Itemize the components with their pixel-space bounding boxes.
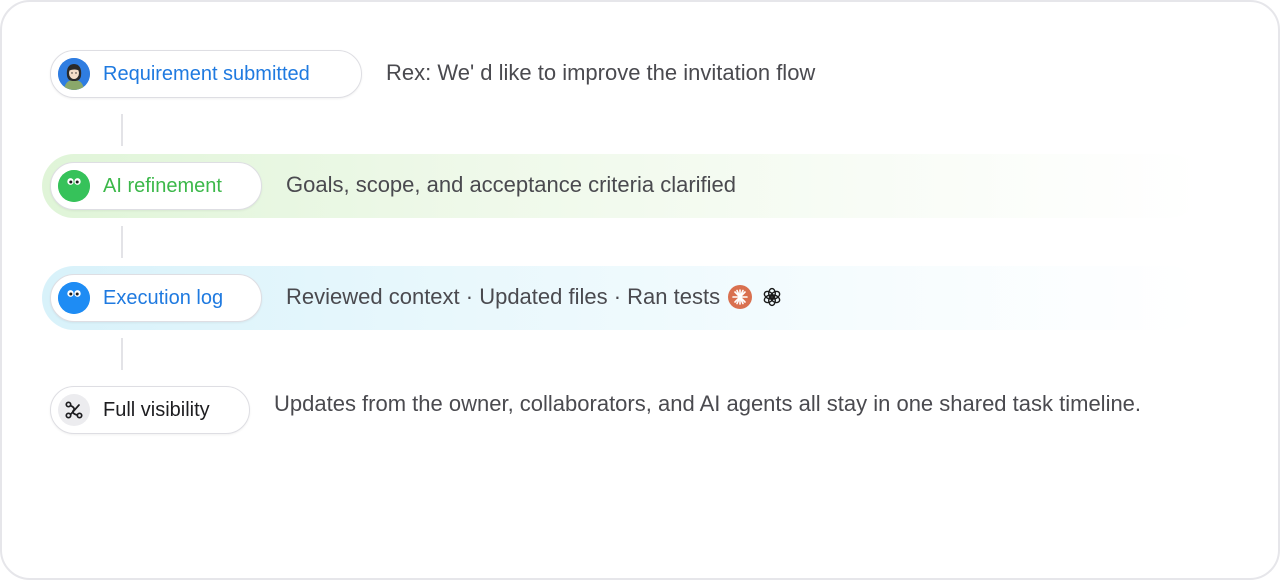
step-description: Rex: We' d like to improve the invitatio… bbox=[386, 60, 816, 85]
requirement-submitted-pill[interactable]: Requirement submitted bbox=[50, 50, 362, 98]
share-nodes-icon bbox=[58, 394, 90, 426]
step-description: Reviewed context · Updated files · Ran t… bbox=[286, 284, 721, 309]
timeline-step-requirement: Requirement submitted Rex: We' d like to… bbox=[2, 50, 1280, 98]
timeline-connector bbox=[121, 338, 123, 370]
blue-bot-face-icon bbox=[58, 282, 90, 314]
ai-refinement-pill[interactable]: AI refinement bbox=[50, 162, 262, 210]
timeline-step-execution-log: Execution log Reviewed context · Updated… bbox=[2, 274, 1280, 322]
timeline-connector bbox=[121, 226, 123, 258]
step-description: Goals, scope, and acceptance criteria cl… bbox=[286, 172, 737, 197]
step-description: Updates from the owner, collaborators, a… bbox=[274, 391, 1142, 416]
timeline-step-full-visibility: Full visibility Updates from the owner, … bbox=[2, 386, 1280, 466]
openai-icon bbox=[760, 285, 784, 309]
user-avatar-icon bbox=[58, 58, 90, 90]
green-bot-face-icon bbox=[58, 170, 90, 202]
step-label: AI refinement bbox=[103, 174, 222, 197]
step-label: Execution log bbox=[103, 286, 224, 309]
claude-icon bbox=[728, 285, 753, 309]
step-label: Requirement submitted bbox=[103, 62, 310, 85]
step-description-row: Reviewed context · Updated files · Ran t… bbox=[286, 284, 784, 310]
full-visibility-pill[interactable]: Full visibility bbox=[50, 386, 250, 434]
timeline-connector bbox=[121, 114, 123, 146]
timeline-step-ai-refinement: AI refinement Goals, scope, and acceptan… bbox=[2, 162, 1280, 210]
execution-log-pill[interactable]: Execution log bbox=[50, 274, 262, 322]
step-label: Full visibility bbox=[103, 398, 210, 421]
